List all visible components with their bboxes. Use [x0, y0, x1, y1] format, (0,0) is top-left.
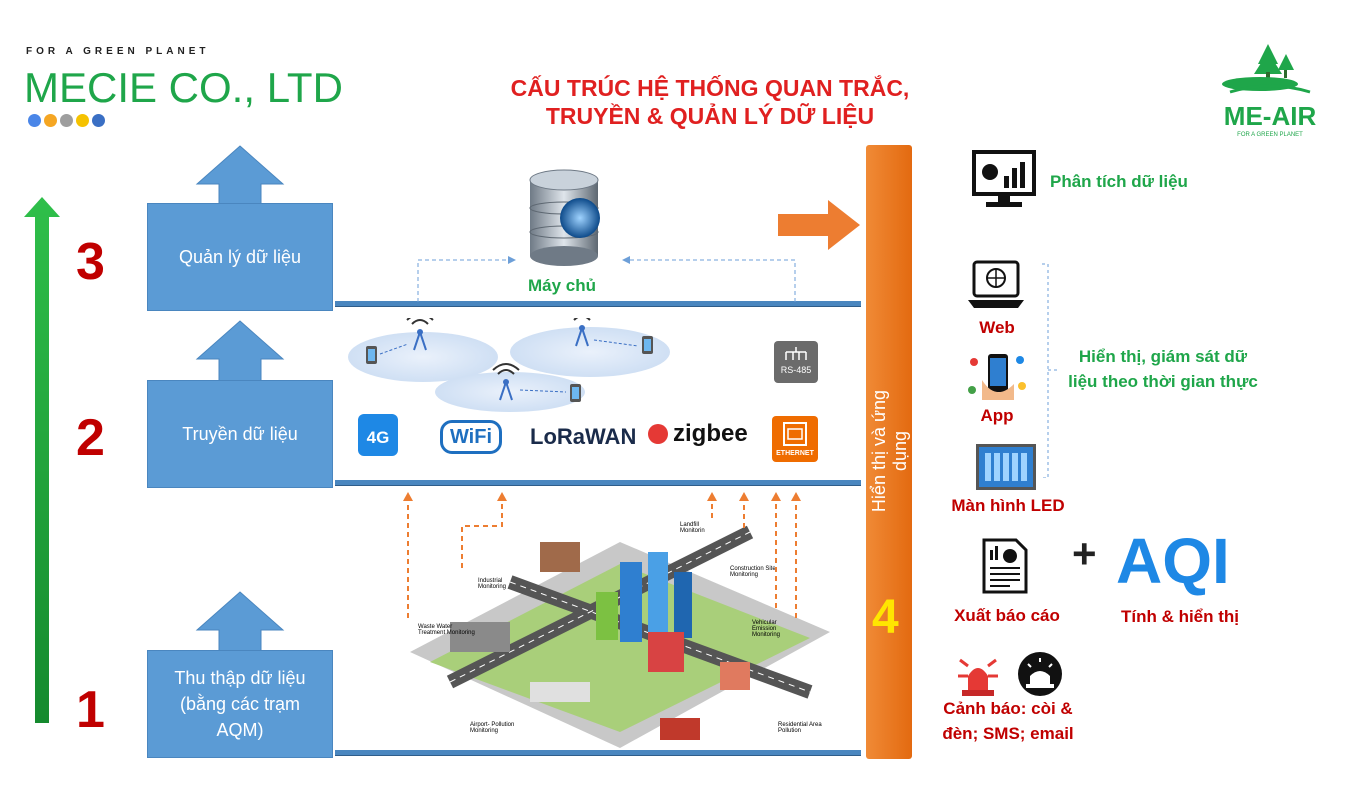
construction-label: Construction Site Monitoring [730, 566, 776, 578]
vehicular-label: Vehicular Emission Monitoring [752, 620, 781, 638]
server-connectors [417, 256, 796, 302]
led-label: Màn hình LED [951, 496, 1065, 515]
analysis-label: Phân tích dữ liệu [1050, 172, 1188, 191]
led-screen-icon [976, 444, 1036, 490]
up-arrow-icon-1 [195, 591, 285, 652]
wifi-logo: WiFi [440, 420, 502, 454]
waste-water-label: Waste Water Treatment Monitoring [418, 624, 475, 636]
plus-sign: + [1072, 530, 1097, 577]
smart-city-illustration [410, 525, 830, 748]
residential-label: Residential Area Pollution [778, 722, 822, 734]
layer-1-number: 1 [76, 681, 105, 739]
realtime-monitoring-label: Hiển thị, giám sát dữ liệu theo thời gia… [1068, 347, 1258, 391]
zigbee-icon [648, 424, 668, 444]
layer-1-box: Thu thập dữ liệu (bằng các trạm AQM) [147, 650, 333, 758]
server-database-icon [529, 169, 600, 266]
dot-blue [28, 114, 41, 127]
airport-label: Airport- Pollution Monitoring [470, 722, 515, 734]
dot-darkblue [92, 114, 105, 127]
lorawan-logo: LoRaWAN [530, 424, 637, 449]
dot-yellow [76, 114, 89, 127]
growth-arrow-icon [24, 197, 60, 723]
me-air-logo: ME-AIR FOR A GREEN PLANET [1210, 40, 1330, 138]
brand-dots [28, 114, 105, 127]
brand-name: MECIE CO., LTD [24, 64, 343, 111]
layer-3-number: 3 [76, 233, 105, 291]
alarm-icons [958, 652, 1062, 696]
mobile-app-icon [968, 354, 1026, 400]
layer-4-number: 4 [872, 591, 899, 644]
up-arrow-icon-3 [195, 145, 285, 206]
app-label: App [980, 406, 1014, 425]
rs485-icon: RS-485 [774, 341, 818, 383]
layer-3-line [335, 301, 861, 307]
landfill-label: Landfill Monitorin [680, 522, 705, 534]
layer-2-line [335, 480, 861, 486]
layer-3-box: Quản lý dữ liệu [147, 203, 333, 311]
layer-2-box: Truyền dữ liệu [147, 380, 333, 488]
ethernet-icon: ETHERNET [772, 416, 818, 462]
zigbee-logo: zigbee [648, 420, 748, 448]
web-label: Web [979, 318, 1015, 337]
layer-2-number: 2 [76, 409, 105, 467]
industrial-label: Industrial Monitoring [478, 578, 507, 590]
4g-icon: 4G [358, 414, 398, 456]
aqi-description: Tính & hiển thị [1120, 607, 1240, 626]
display-bar-label: Hiển thị và ứng dụng [869, 389, 910, 513]
dot-orange [44, 114, 57, 127]
dot-gray [60, 114, 73, 127]
collection-arrows [403, 492, 801, 618]
web-laptop-icon [968, 260, 1024, 308]
report-label: Xuất báo cáo [954, 606, 1060, 625]
aqi-label: AQI [1116, 525, 1230, 597]
layer-1-line [335, 750, 861, 756]
alert-label: Cảnh báo: còi & đèn; SMS; email [942, 699, 1074, 743]
wireless-network-icons [366, 318, 653, 402]
up-arrow-icon-2 [195, 320, 285, 381]
tree-icon [1222, 44, 1311, 94]
page-title: CẤU TRÚC HỆ THỐNG QUAN TRẮC, TRUYỀN & QU… [510, 75, 910, 129]
brand-tagline: FOR A GREEN PLANET [26, 46, 210, 57]
server-label: Máy chủ [528, 276, 597, 295]
grouping-bracket [1042, 263, 1058, 478]
display-bar [866, 145, 912, 759]
orange-arrow-icon [778, 200, 860, 250]
analytics-monitor-icon [972, 150, 1036, 207]
report-document-icon [982, 538, 1028, 594]
